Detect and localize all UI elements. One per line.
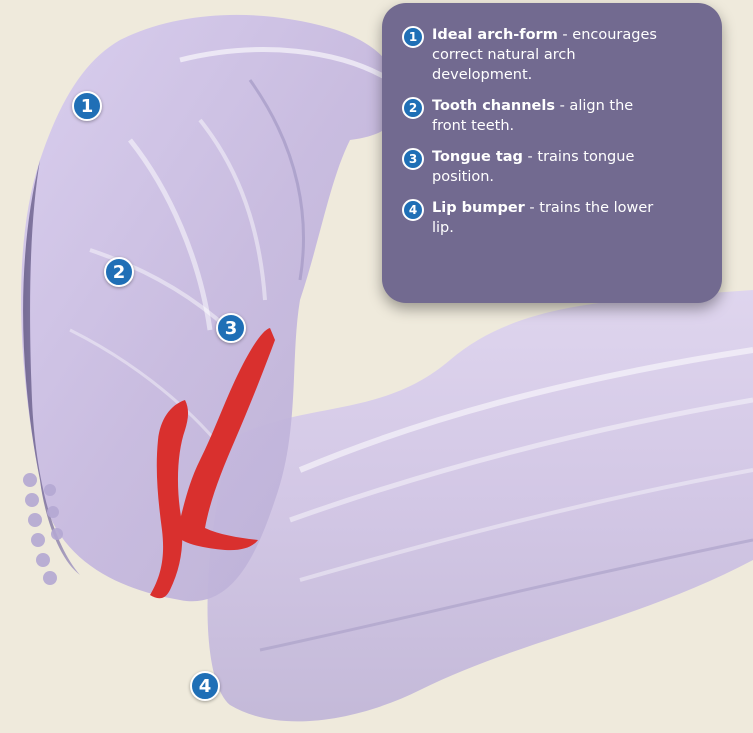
legend-item-title: Ideal arch-form xyxy=(432,27,558,43)
legend-text: Ideal arch-form - encourages correct nat… xyxy=(432,25,658,85)
legend-item-title: Tooth channels xyxy=(432,98,555,114)
marker-3-badge: 3 xyxy=(216,313,246,343)
marker-4-badge: 4 xyxy=(190,671,220,701)
marker-1-badge: 1 xyxy=(72,91,102,121)
legend-number-badge: 1 xyxy=(402,26,424,48)
legend-number-badge: 3 xyxy=(402,148,424,170)
legend-number-badge: 4 xyxy=(402,199,424,221)
legend-item-title: Lip bumper xyxy=(432,200,525,216)
legend-text: Tongue tag - trains tongue position. xyxy=(432,147,658,187)
legend-number-badge: 2 xyxy=(402,97,424,119)
marker-2-badge: 2 xyxy=(104,257,134,287)
legend-item-tooth-channels: 2 Tooth channels - align the front teeth… xyxy=(402,96,698,136)
legend-item-tongue-tag: 3 Tongue tag - trains tongue position. xyxy=(402,147,698,187)
legend-panel: 1 Ideal arch-form - encourages correct n… xyxy=(382,3,722,303)
legend-item-ideal-arch-form: 1 Ideal arch-form - encourages correct n… xyxy=(402,25,698,85)
legend-item-title: Tongue tag xyxy=(432,149,523,165)
legend-text: Tooth channels - align the front teeth. xyxy=(432,96,658,136)
legend-item-lip-bumper: 4 Lip bumper - trains the lower lip. xyxy=(402,198,698,238)
legend-text: Lip bumper - trains the lower lip. xyxy=(432,198,658,238)
